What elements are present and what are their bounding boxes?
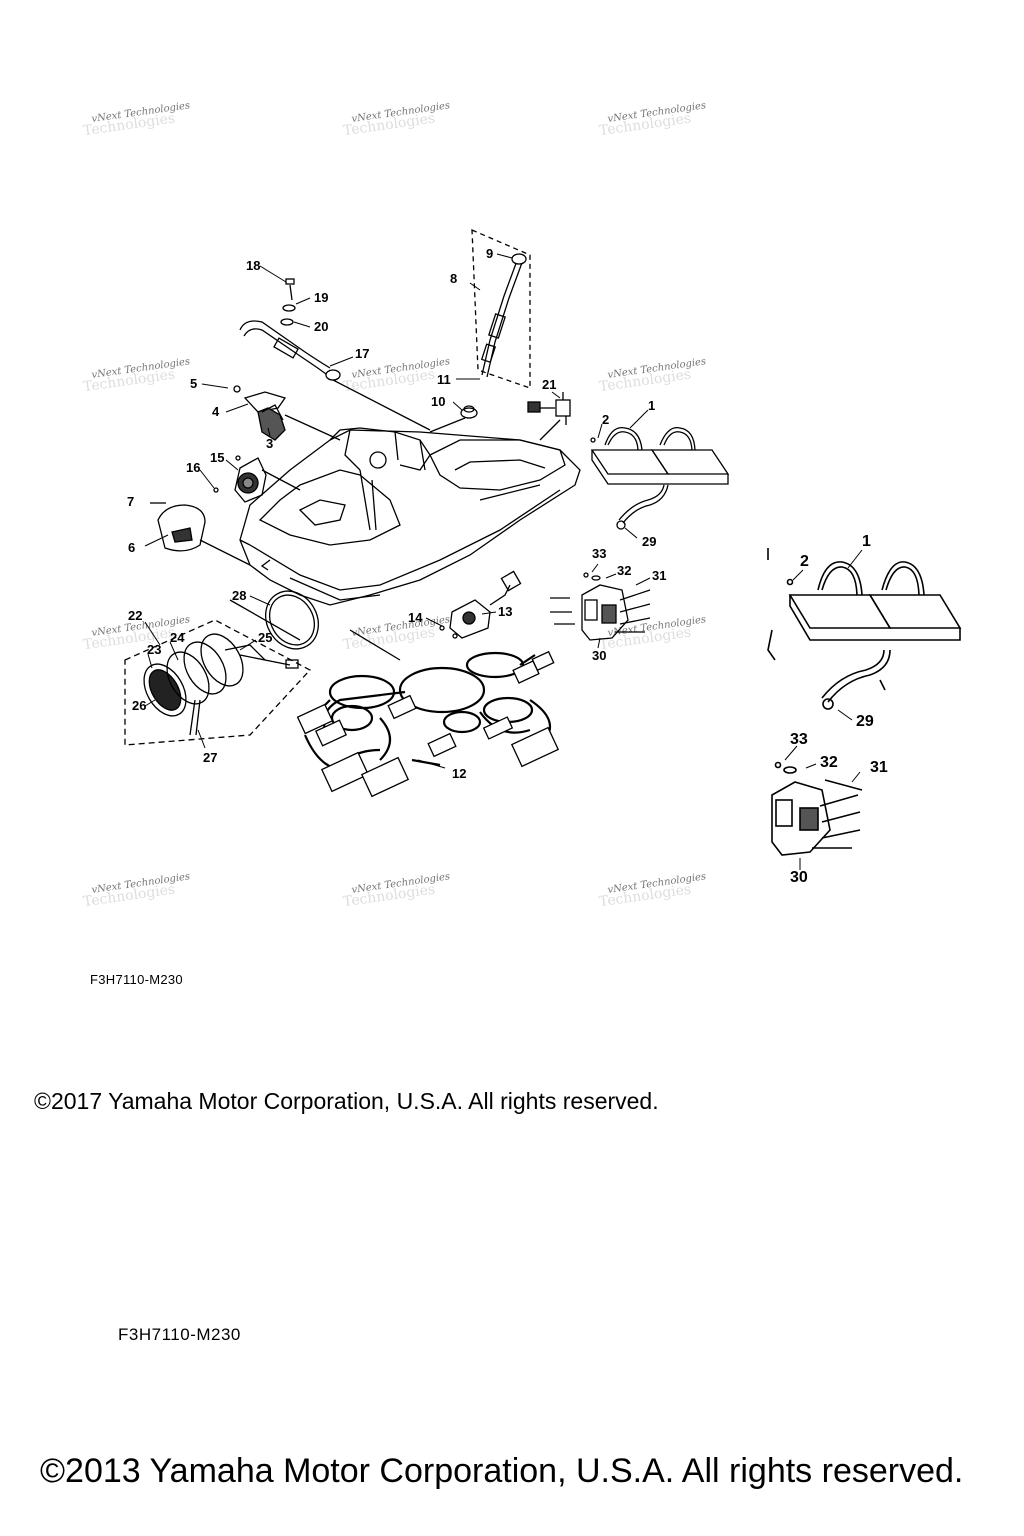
inset-callout-1: 1 [862,533,871,550]
callout-1: 1 [648,398,655,413]
harness-connectors [296,650,560,798]
seat-bracket-small [590,426,730,485]
bracket-small [550,572,651,641]
callout-13: 13 [498,604,512,619]
callout-28: 28 [232,588,246,603]
switch-panel [233,385,341,441]
speaker [213,455,301,503]
sensor-21 [527,392,571,441]
callout-32: 32 [617,563,631,578]
callout-33: 33 [592,546,606,561]
grab-handle [239,278,431,431]
boat-drawing [239,427,581,606]
callout-27: 27 [203,750,217,765]
gasket-ring [265,590,319,650]
callout-24: 24 [170,630,185,645]
inset-callout-33: 33 [790,731,808,748]
antenna-assembly [429,228,531,433]
callout-23: 23 [147,642,161,657]
copyright-top: ©2017 Yamaha Motor Corporation, U.S.A. A… [34,1088,659,1114]
inset-callout-29: 29 [856,713,874,730]
callout-16: 16 [186,460,200,475]
callout-15: 15 [210,450,224,465]
callout-8: 8 [450,271,457,286]
rope-small [616,484,669,530]
inset-callout-31: 31 [870,759,888,776]
callout-9: 9 [486,246,493,261]
callout-30: 30 [592,648,606,663]
light-assembly [124,599,312,746]
callout-18: 18 [246,258,260,273]
inset-callout-2: 2 [800,553,809,570]
inset-callout-32: 32 [820,754,838,771]
callout-20: 20 [314,319,328,334]
callout-26: 26 [132,698,146,713]
callout-31: 31 [652,568,666,583]
drawing-code-top: F3H7110-M230 [90,972,183,987]
callout-29: 29 [642,534,656,549]
callout-4: 4 [212,404,220,419]
drawing-code-bottom: F3H7110-M230 [118,1325,241,1344]
callout-25: 25 [258,630,272,645]
callout-6: 6 [128,540,135,555]
seat-bracket-inset [767,548,962,661]
callout-22: 22 [128,608,142,623]
callout-2: 2 [602,412,609,427]
callout-19: 19 [314,290,328,305]
callout-5: 5 [190,376,197,391]
callout-14: 14 [408,610,423,625]
copyright-bottom: ©2013 Yamaha Motor Corporation, U.S.A. A… [40,1452,964,1490]
callout-12: 12 [452,766,466,781]
inset-callout-30: 30 [790,869,808,886]
callout-17: 17 [355,346,369,361]
leader-lines [144,253,863,870]
callout-11: 11 [437,372,451,387]
callout-10: 10 [431,394,445,409]
callout-3: 3 [266,436,273,451]
rope-inset [821,649,891,710]
callout-7: 7 [127,494,134,509]
callout-labels: 18 19 20 17 8 9 11 10 21 2 1 5 4 3 15 16… [127,246,888,886]
callout-21: 21 [542,377,556,392]
bow-light [150,502,251,566]
bracket-inset [771,761,863,856]
junction-box [349,570,522,661]
